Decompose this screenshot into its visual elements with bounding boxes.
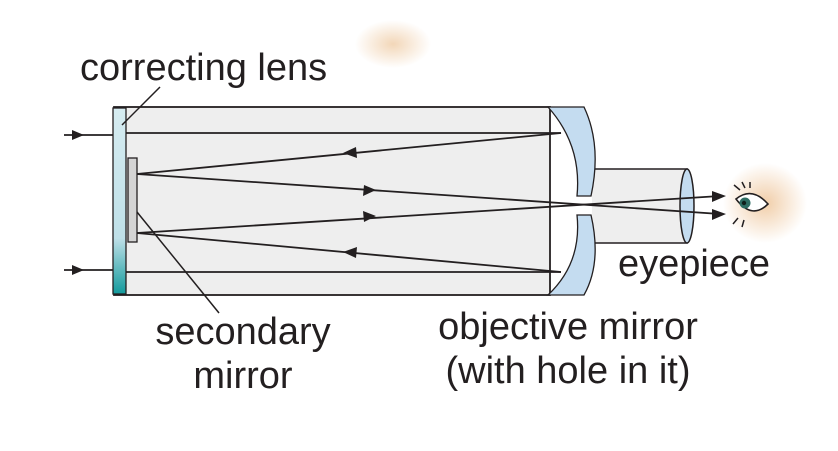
secondary-mirror-label-line1: secondary xyxy=(155,311,330,353)
decorative-glow xyxy=(355,20,431,68)
objective-mirror-lower xyxy=(546,214,596,296)
eyepiece-label: eyepiece xyxy=(618,243,770,285)
arrow-head xyxy=(343,147,357,158)
arrow-head xyxy=(363,185,376,196)
objective-mirror-label-line1: objective mirror xyxy=(438,306,698,348)
correcting-lens-label: correcting lens xyxy=(80,47,327,89)
secondary-mirror-leader xyxy=(136,211,220,314)
objective-mirror-upper xyxy=(546,106,596,197)
eyepiece-lens xyxy=(679,168,695,244)
arrow-head xyxy=(343,247,357,258)
correcting-lens xyxy=(112,107,127,295)
correcting-lens-leader xyxy=(121,86,161,126)
arrow-head xyxy=(712,209,726,220)
secondary-mirror-label-line2: mirror xyxy=(193,355,293,397)
telescope-tube xyxy=(113,106,551,296)
objective-mirror-label-line2: (with hole in it) xyxy=(446,350,691,392)
secondary-mirror xyxy=(127,157,138,243)
eye-icon xyxy=(732,181,770,228)
ray-arrowheads xyxy=(72,130,726,275)
arrow-head xyxy=(712,191,726,202)
arrow-head xyxy=(72,265,84,275)
arrow-head xyxy=(72,130,84,140)
arrow-head xyxy=(363,211,376,222)
eyepiece-tube xyxy=(592,168,695,244)
